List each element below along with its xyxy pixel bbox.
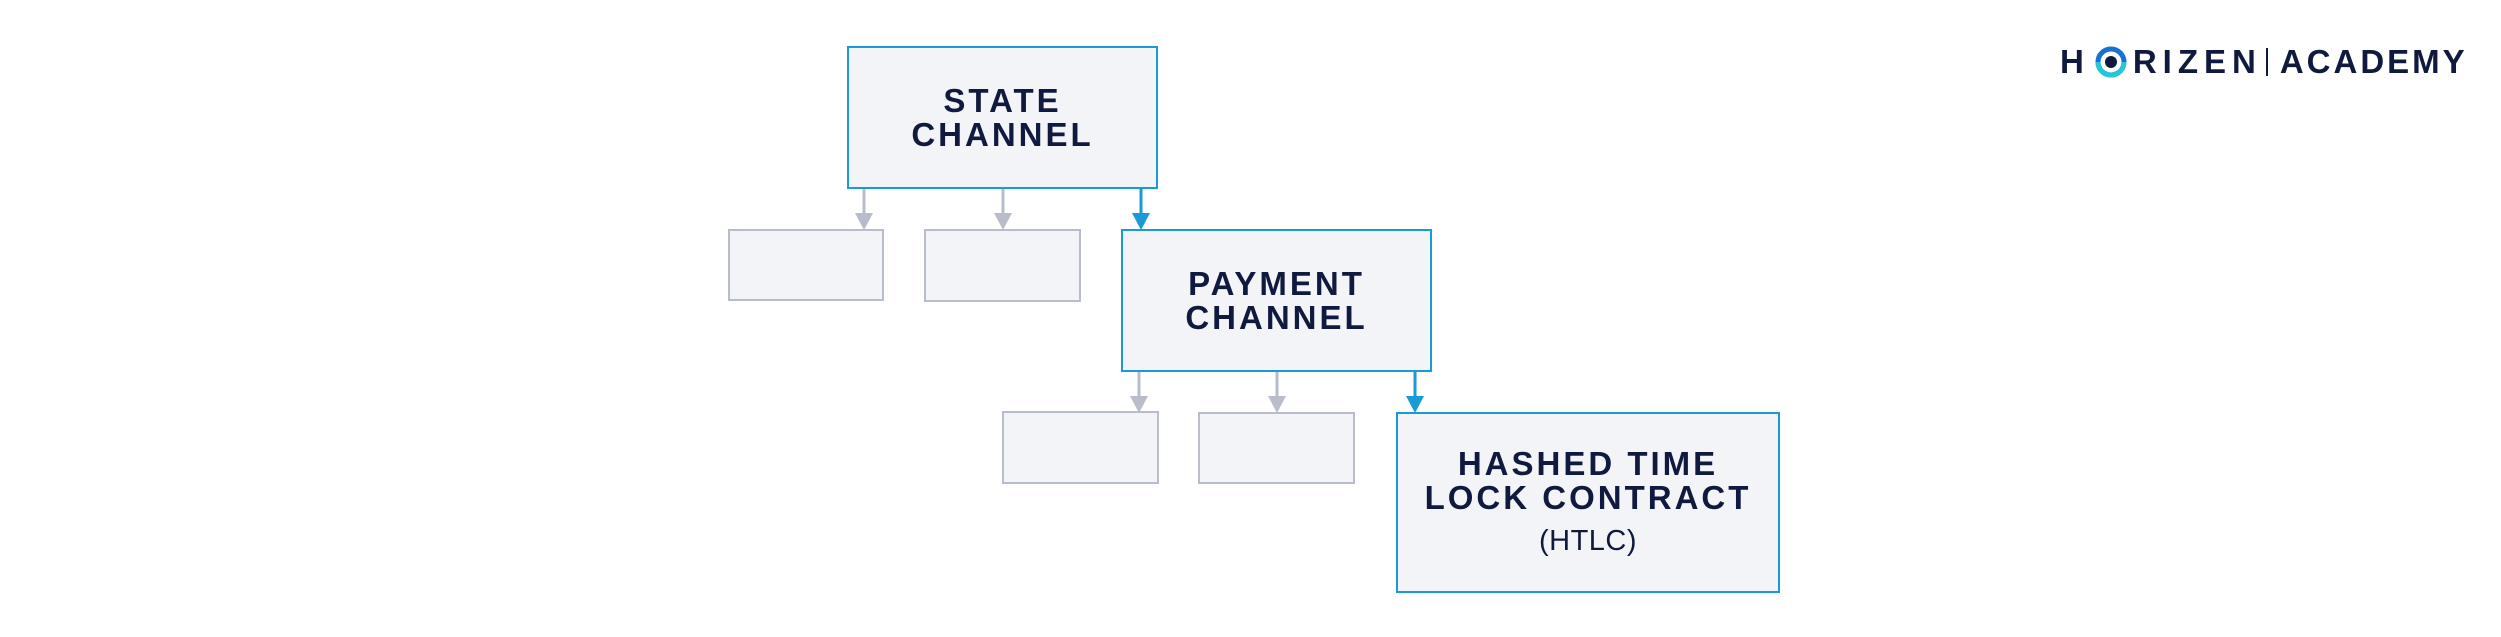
payment-channel-line2: CHANNEL: [1185, 298, 1368, 336]
placeholder-box-left-1: [728, 229, 884, 301]
arrow-state-to-payment: [1132, 188, 1150, 230]
state-channel-line2: CHANNEL: [911, 115, 1094, 153]
payment-channel-node: PAYMENT CHANNEL: [1121, 229, 1432, 372]
arrow-payment-to-placeholder-1: [1130, 371, 1148, 413]
logo-divider: [2265, 48, 2268, 76]
arrow-payment-to-placeholder-2: [1268, 371, 1286, 413]
logo-letter-h: H: [2060, 43, 2090, 80]
htlc-abbreviation: (HTLC): [1538, 525, 1638, 557]
logo-product: ACADEMY: [2279, 43, 2468, 80]
logo-brand-rest: RIZEN: [2132, 43, 2262, 80]
placeholder-box-mid-1: [1002, 411, 1159, 484]
arrow-state-to-placeholder-2: [994, 188, 1012, 230]
horizen-academy-logo: H RIZEN ACADEMY: [2060, 38, 2468, 86]
state-channel-line1: STATE: [943, 81, 1062, 119]
placeholder-box-left-2: [924, 229, 1081, 302]
state-channel-node: STATE CHANNEL: [847, 46, 1158, 189]
htlc-line2: LOCK CONTRACT: [1424, 479, 1752, 516]
arrow-state-to-placeholder-1: [855, 188, 873, 230]
htlc-node: HASHED TIME LOCK CONTRACT (HTLC): [1396, 412, 1780, 593]
arrow-payment-to-htlc: [1406, 371, 1424, 413]
htlc-line1: HASHED TIME: [1457, 445, 1719, 482]
payment-channel-line1: PAYMENT: [1188, 264, 1365, 302]
placeholder-box-mid-2: [1198, 412, 1355, 484]
horizen-o-mark-icon: [2094, 45, 2128, 79]
